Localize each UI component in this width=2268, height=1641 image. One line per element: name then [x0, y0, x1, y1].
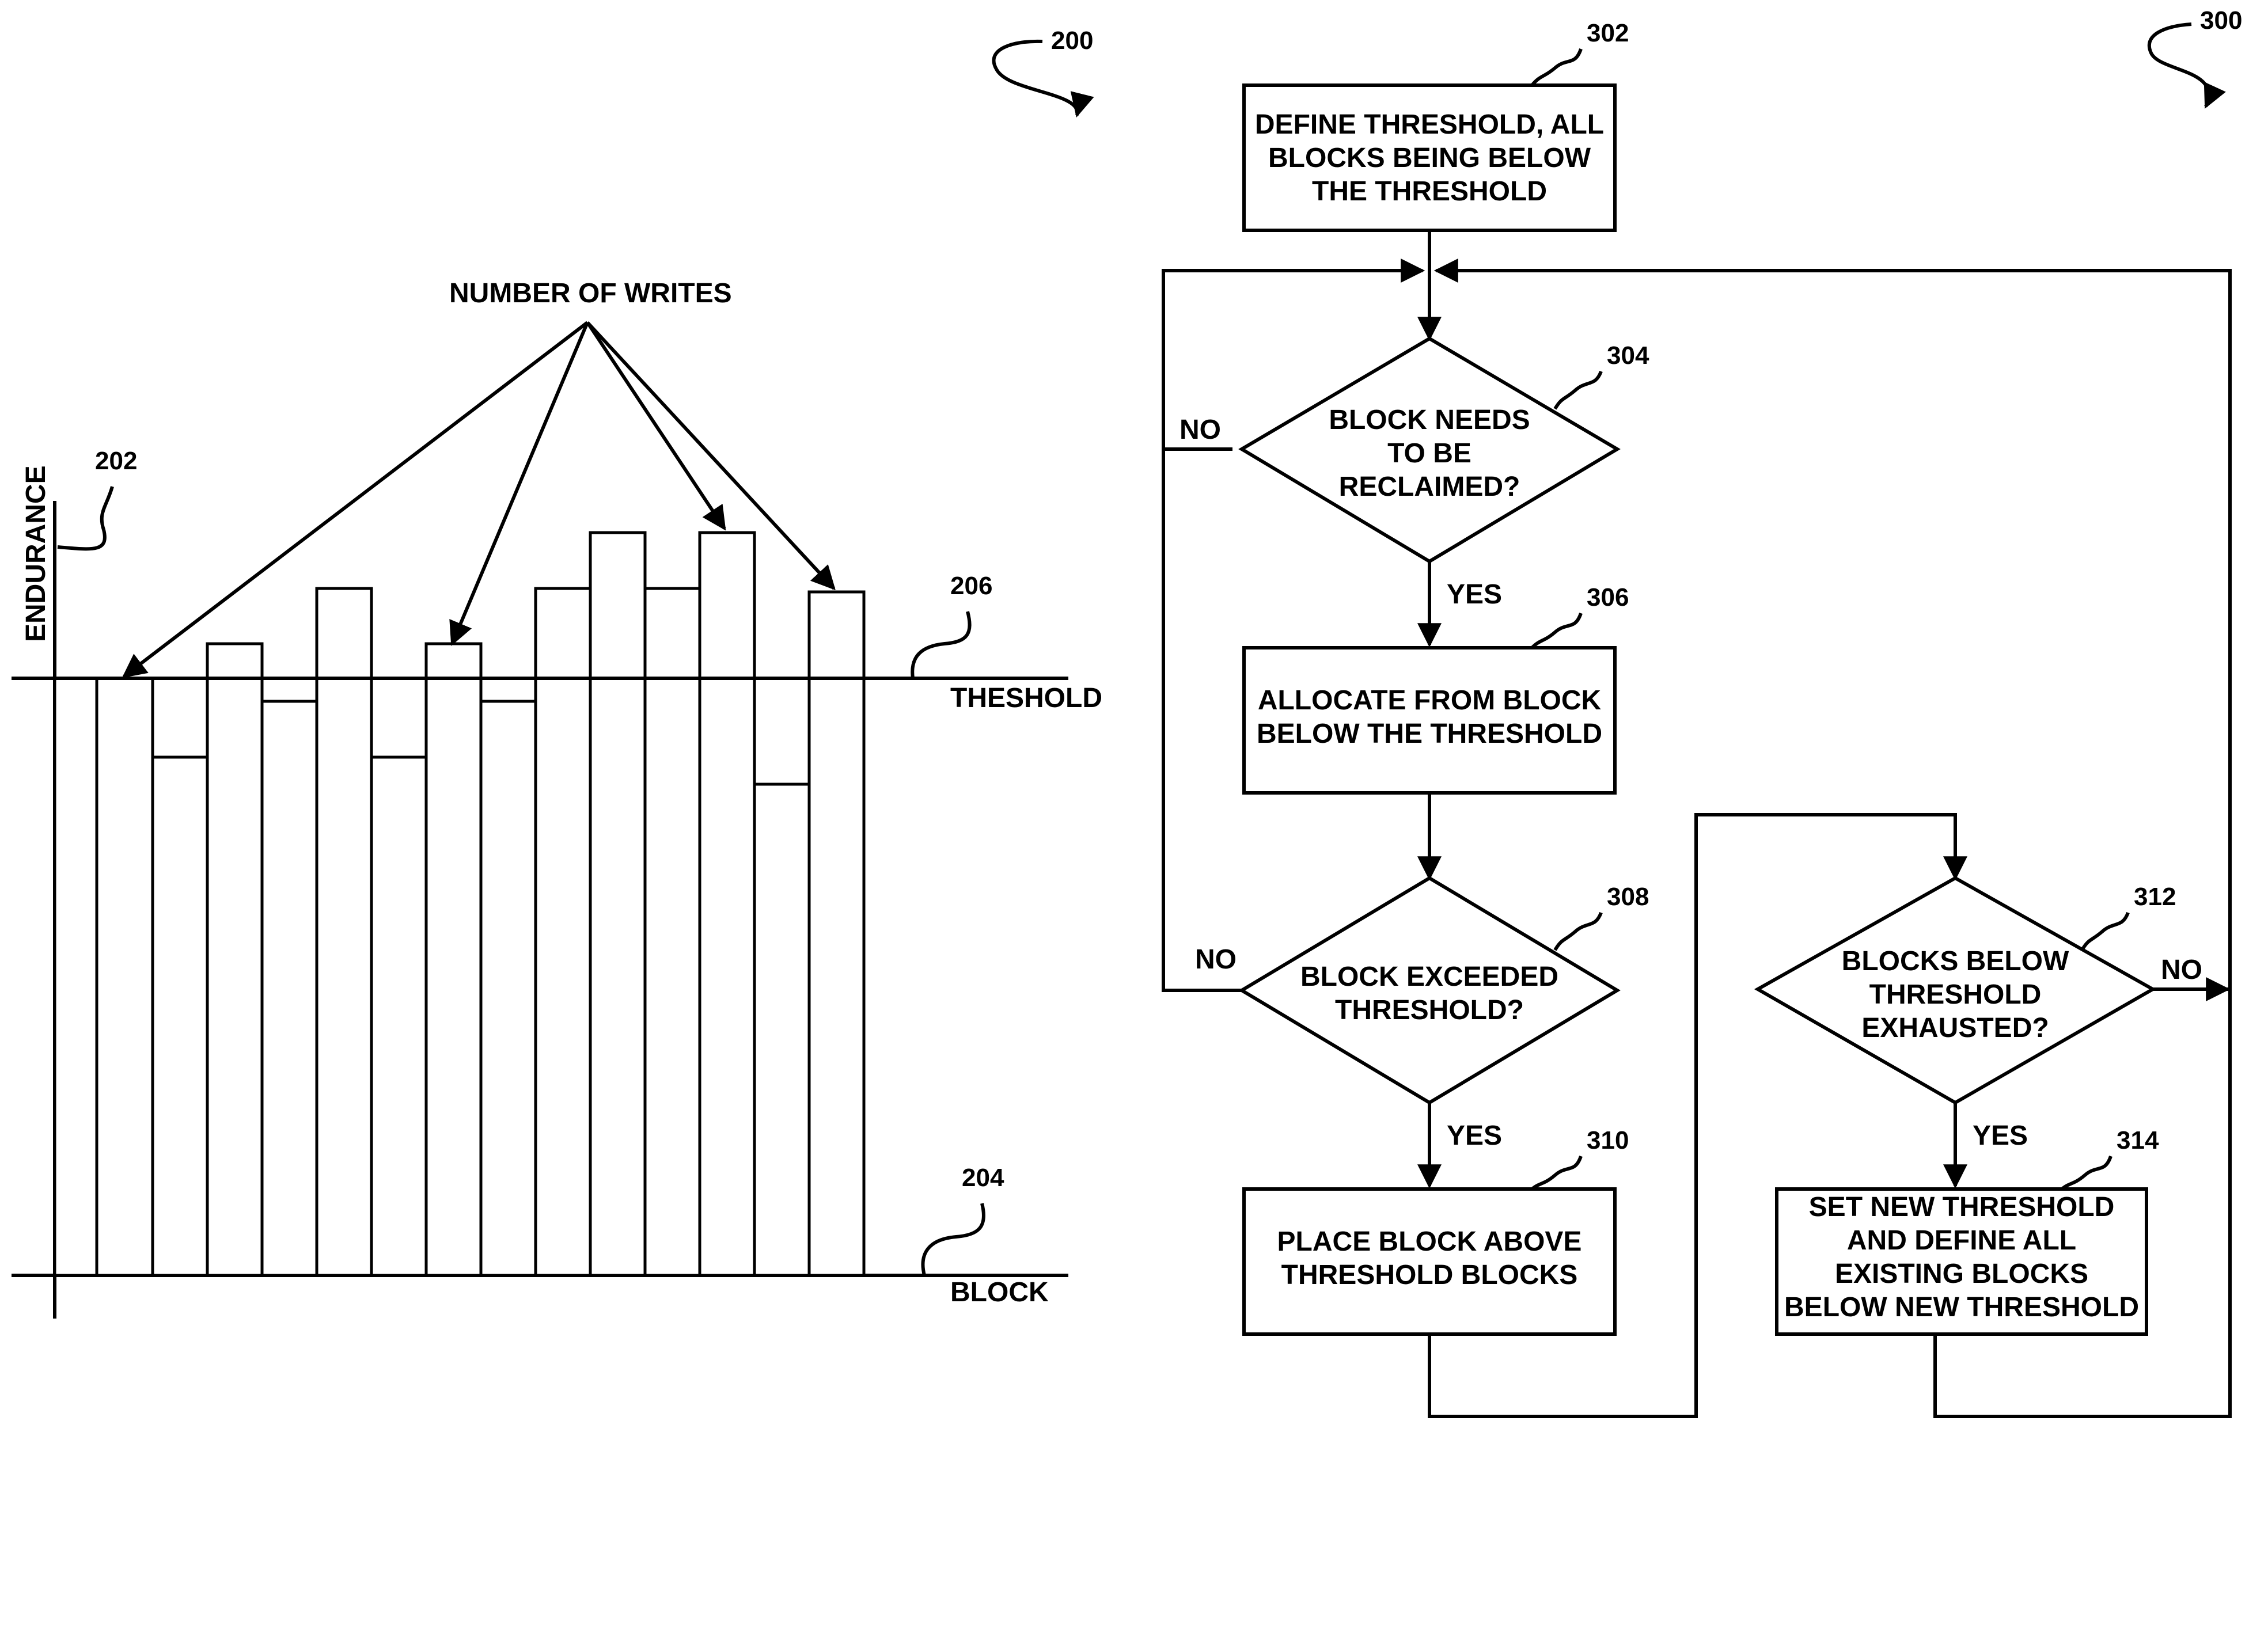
label-yes-312: YES: [1973, 1120, 2028, 1151]
step-308-line-2: THRESHOLD?: [1335, 995, 1524, 1025]
block-bar-10: [536, 588, 590, 1275]
ref-302-leader: [1532, 49, 1581, 85]
step-306-line-1: ALLOCATE FROM BLOCK: [1258, 685, 1602, 716]
block-bar-9: [481, 701, 536, 1275]
step-314-line-1: SET NEW THRESHOLD: [1809, 1192, 2115, 1222]
block-bar-13: [700, 533, 754, 1275]
block-bar-12: [645, 588, 700, 1275]
ref-304-leader: [1555, 371, 1601, 409]
number-of-writes-label: NUMBER OF WRITES: [449, 278, 732, 309]
step-312-line-3: EXHAUSTED?: [1861, 1013, 2049, 1043]
ref-310-leader: [1532, 1156, 1581, 1189]
step-304-line-1: BLOCK NEEDS: [1329, 405, 1530, 435]
step-310-line-1: PLACE BLOCK ABOVE: [1277, 1226, 1582, 1257]
step-314-line-4: BELOW NEW THRESHOLD: [1784, 1292, 2139, 1323]
ref-302: 302: [1587, 19, 1629, 47]
block-bar-1: [55, 678, 97, 1275]
figure-200-ref: 200: [1051, 26, 1093, 55]
writes-arrow-3: [587, 322, 725, 529]
ref-202: 202: [95, 447, 137, 475]
label-yes-308: YES: [1447, 1120, 1502, 1151]
step-304-line-2: TO BE: [1387, 438, 1471, 469]
step-314-line-2: AND DEFINE ALL: [1847, 1225, 2076, 1256]
step-302-line-2: BLOCKS BEING BELOW: [1268, 143, 1591, 173]
step-312-line-1: BLOCKS BELOW: [1842, 946, 2069, 977]
bars-group: [55, 533, 864, 1275]
ref-204: 204: [962, 1164, 1004, 1192]
ref-314: 314: [2117, 1126, 2159, 1154]
hatched-bar-upper-2: [754, 678, 809, 784]
label-no-308: NO: [1195, 944, 1237, 975]
figure-300: 300 DEFINE THRESHOLD, ALL BLOCKS BEING B…: [1163, 6, 2242, 1416]
step-302-line-3: THE THRESHOLD: [1312, 176, 1547, 207]
block-bar-7-hatched: [371, 757, 426, 1275]
ref-202-leader: [58, 487, 112, 549]
hatched-bar-upper-1: [371, 678, 426, 757]
ref-314-leader: [2062, 1156, 2111, 1189]
figure-300-ref: 300: [2200, 6, 2242, 35]
step-312-line-2: THRESHOLD: [1869, 979, 2042, 1010]
block-bar-6: [317, 588, 371, 1275]
ref-204-leader: [923, 1203, 984, 1275]
ref-306: 306: [1587, 583, 1629, 611]
block-bar-4: [207, 644, 262, 1275]
ref-206: 206: [950, 572, 992, 600]
label-no-312: NO: [2161, 955, 2202, 985]
y-axis-label: ENDURANCE: [21, 465, 51, 642]
step-308-line-1: BLOCK EXCEEDED: [1300, 962, 1558, 992]
ref-304: 304: [1607, 341, 1649, 370]
step-310-line-2: THRESHOLD BLOCKS: [1281, 1260, 1578, 1290]
ref-306-leader: [1532, 613, 1581, 648]
ref-206-leader: [912, 611, 969, 678]
block-bar-8: [426, 644, 481, 1275]
step-306-line-2: BELOW THE THRESHOLD: [1257, 719, 1602, 749]
figure-300-ref-squiggle: [2149, 24, 2209, 107]
block-bar-3: [153, 757, 207, 1275]
ref-312-leader: [2082, 913, 2128, 950]
block-bar-11: [590, 533, 645, 1275]
block-bar-5: [262, 701, 317, 1275]
block-bar-14-hatched: [754, 784, 809, 1275]
step-304-line-3: RECLAIMED?: [1339, 472, 1520, 502]
ref-308: 308: [1607, 883, 1649, 911]
ref-308-leader: [1555, 913, 1601, 950]
ref-312: 312: [2134, 883, 2176, 911]
figure-200: 200 ENDURANCE BLOCK THESHOLD 202 206 204…: [12, 26, 1102, 1319]
threshold-label: THESHOLD: [950, 683, 1102, 713]
step-314-line-3: EXISTING BLOCKS: [1835, 1259, 2088, 1289]
label-no-304: NO: [1179, 415, 1221, 445]
block-bar-15: [809, 592, 864, 1275]
x-axis-label: BLOCK: [950, 1277, 1049, 1308]
label-yes-304: YES: [1447, 579, 1502, 610]
block-bar-2: [97, 678, 153, 1275]
edge-no-308: [1163, 449, 1242, 990]
step-302-line-1: DEFINE THRESHOLD, ALL: [1255, 109, 1604, 140]
ref-310: 310: [1587, 1126, 1629, 1154]
